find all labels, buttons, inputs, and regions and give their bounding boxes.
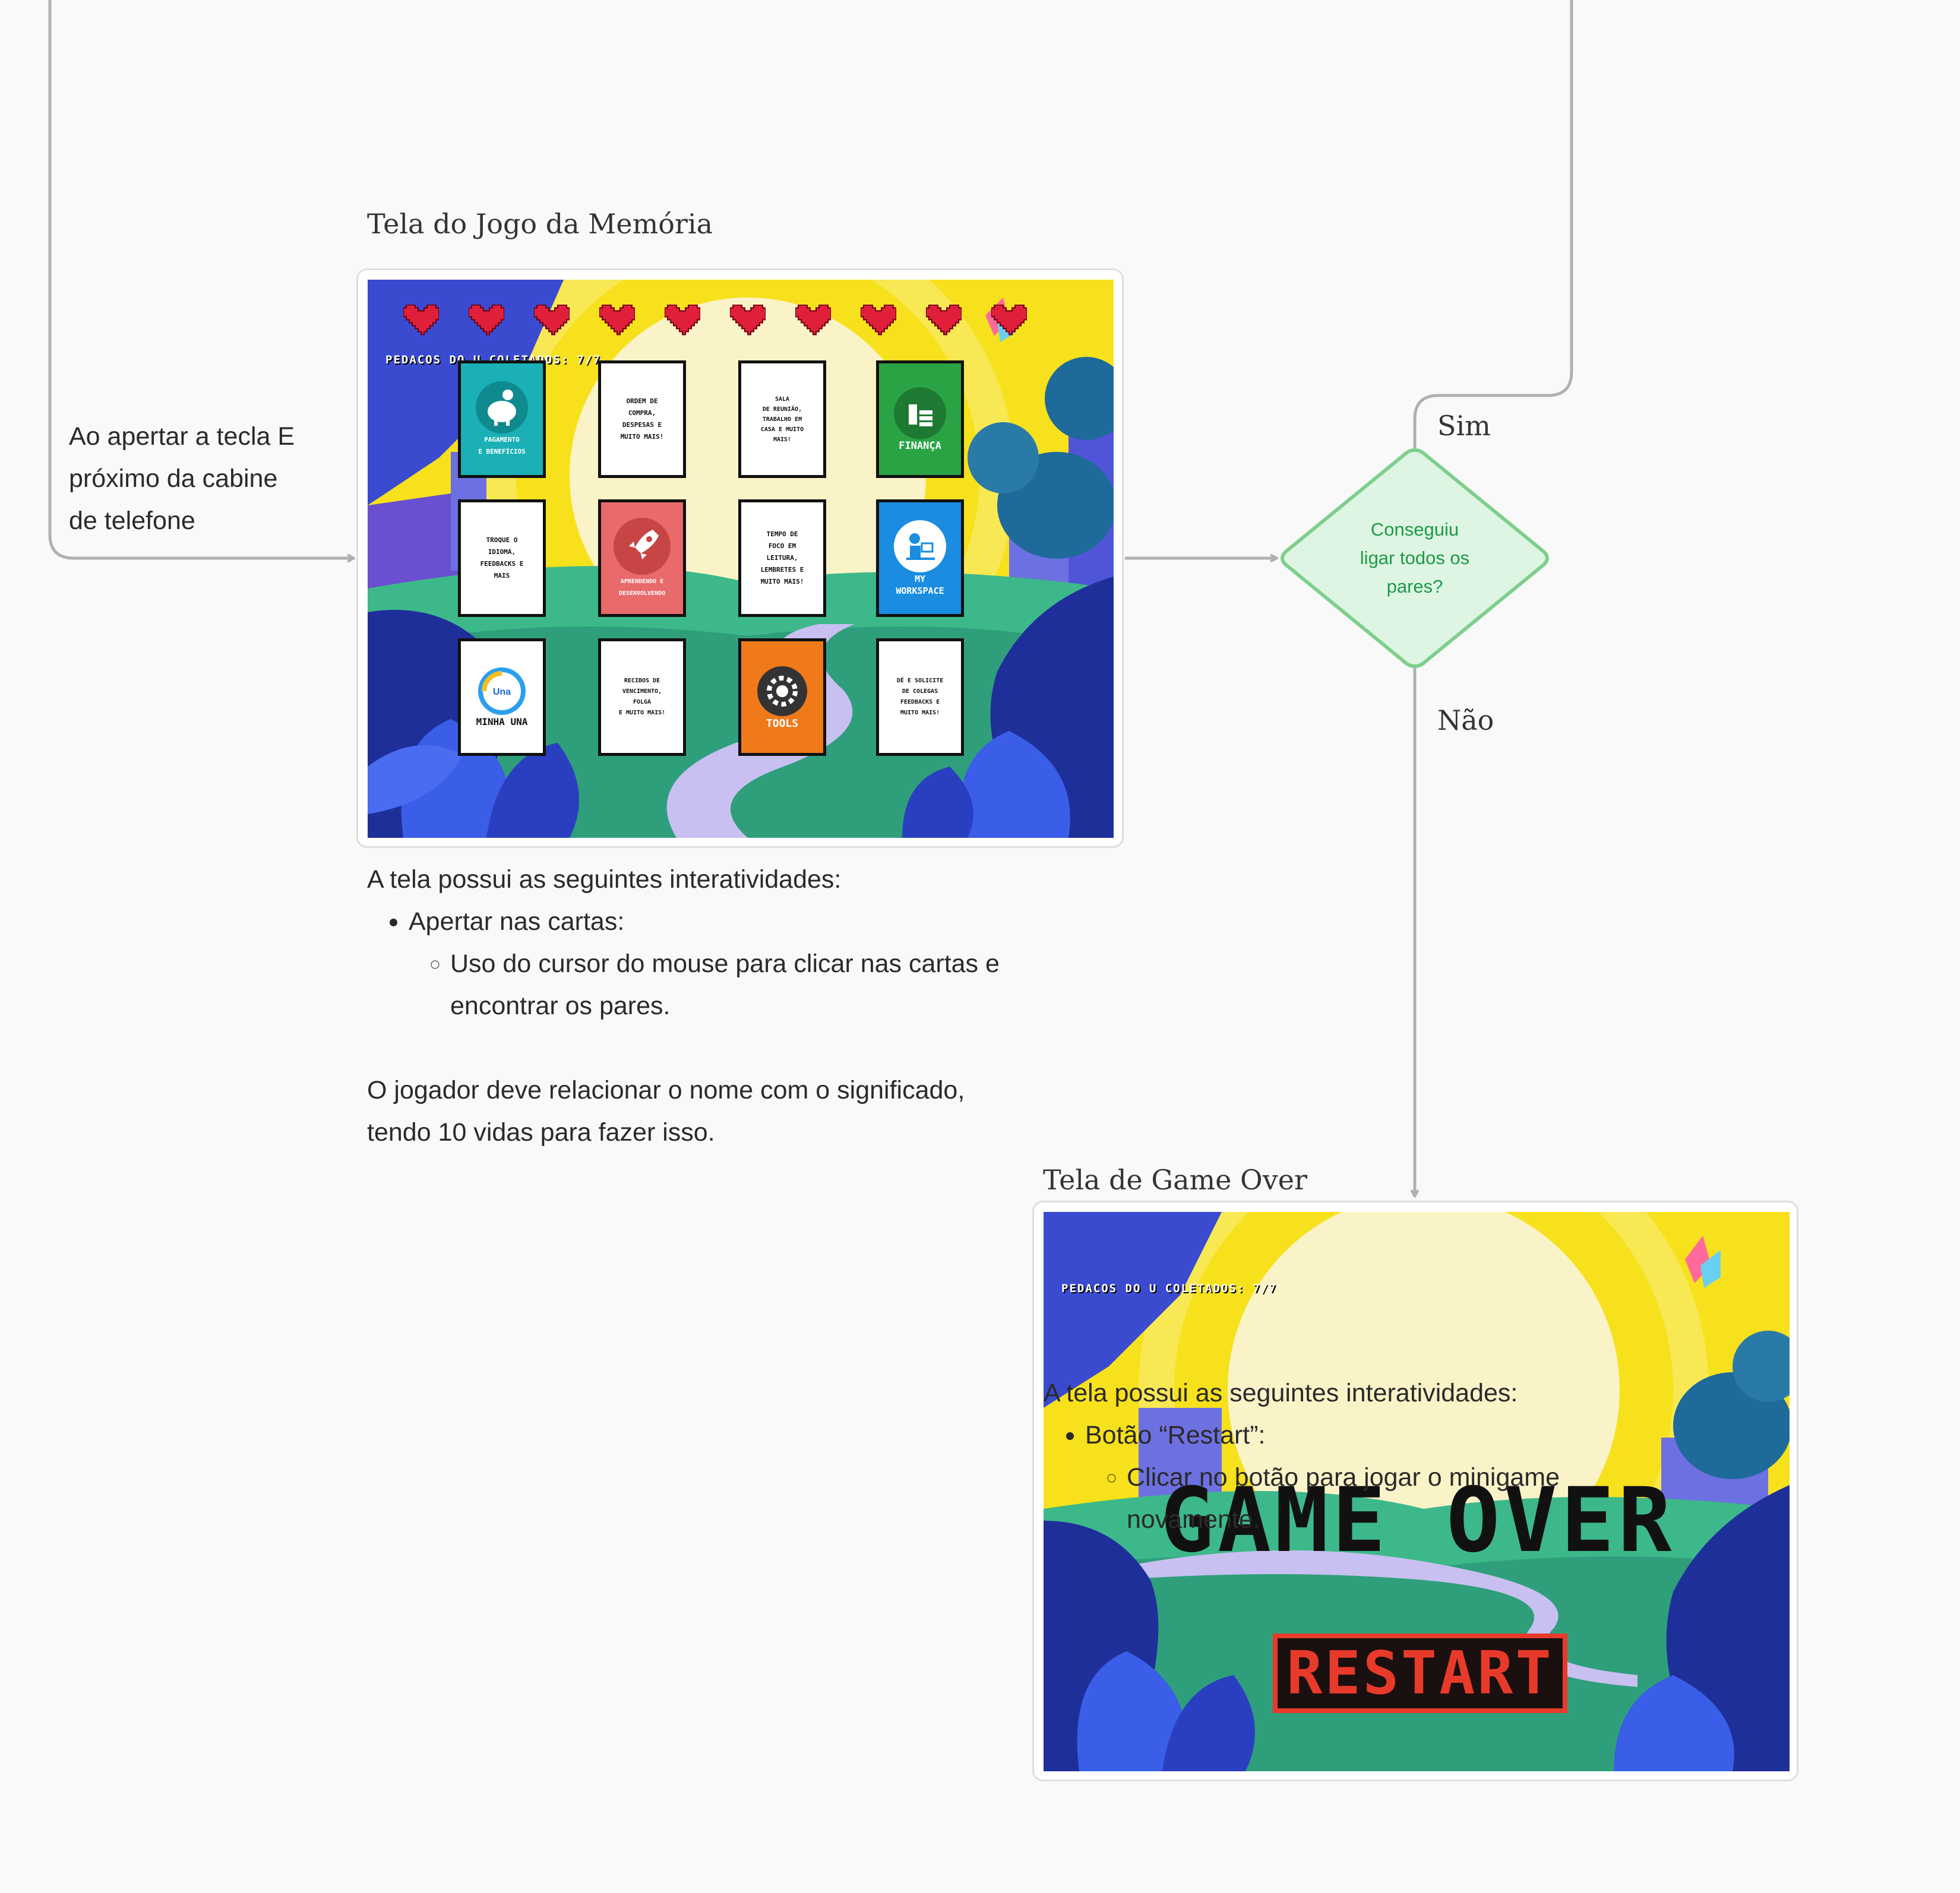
entry-note-line3: de telefone bbox=[69, 507, 195, 535]
game-over-title: GAME OVER bbox=[1160, 1469, 1676, 1572]
connector-entry-to-memory bbox=[48, 0, 354, 558]
life-heart-icon bbox=[534, 305, 570, 335]
memory-game-scene: PEDACOS DO U COLETADOS: 7/7 PAGAMENTO E … bbox=[368, 280, 1114, 838]
coins-icon bbox=[894, 387, 946, 439]
life-heart-icon bbox=[926, 305, 962, 335]
card-label: DÊ E SOLICITE DE COLEGAS FEEDBACKS E MUI… bbox=[896, 678, 944, 716]
workspace-icon bbox=[894, 520, 946, 572]
gear-icon bbox=[757, 666, 807, 716]
memory-card[interactable]: ORDEM DE COMPRA, DESPESAS E MUITO MAIS! bbox=[598, 360, 686, 478]
gameover-notes-subitem: Clicar no botão para jogar o minigamenov… bbox=[1127, 1457, 1790, 1541]
gameover-notes-sublist: Clicar no botão para jogar o minigamenov… bbox=[1085, 1457, 1790, 1541]
notes-sublist: Uso do cursor do mouse para clicar nas c… bbox=[409, 943, 1139, 1027]
life-heart-icon bbox=[991, 305, 1027, 335]
card-label: PAGAMENTO E BENEFÍCIOS bbox=[478, 436, 526, 455]
life-heart-icon bbox=[795, 305, 831, 335]
svg-text:Una: Una bbox=[493, 687, 511, 697]
memory-card[interactable]: MY WORKSPACE bbox=[876, 499, 964, 617]
life-heart-icon bbox=[469, 305, 504, 335]
life-heart-icon bbox=[403, 305, 439, 335]
card-label: ORDEM DE COMPRA, DESPESAS E MUITO MAIS! bbox=[620, 397, 664, 441]
notes-subitem: Uso do cursor do mouse para clicar nas c… bbox=[450, 943, 1139, 1027]
gameover-screen-title: Tela de Game Over bbox=[1043, 1164, 1307, 1196]
una-logo-icon: Una bbox=[478, 667, 526, 715]
memory-card[interactable]: APRENDENDO E DESENVOLVENDO bbox=[598, 499, 686, 617]
gameover-notes-intro: A tela possui as seguintes interatividad… bbox=[1044, 1379, 1518, 1407]
notes-list: Apertar nas cartas: Uso do cursor do mou… bbox=[367, 901, 1139, 1027]
card-label: SALA DE REUNIÃO, TRABALHO EM CASA E MUIT… bbox=[760, 395, 804, 443]
decision-question: Conseguiu ligar todos os pares? bbox=[1360, 519, 1470, 597]
gameover-notes-list: Botão “Restart”: Clicar no botão para jo… bbox=[1044, 1414, 1790, 1541]
card-label: TEMPO DE FOCO EM LEITURA, LEMBRETES E MU… bbox=[760, 530, 804, 585]
memory-card[interactable]: FINANÇA bbox=[876, 360, 964, 478]
entry-note-line1: Ao apertar a tecla E bbox=[69, 422, 295, 451]
life-heart-icon bbox=[861, 305, 896, 335]
memory-card[interactable]: SALA DE REUNIÃO, TRABALHO EM CASA E MUIT… bbox=[738, 360, 826, 478]
life-heart-icon bbox=[730, 305, 766, 335]
entry-note: Ao apertar a tecla E próximo da cabine d… bbox=[69, 416, 366, 542]
hud-pieces-collected: PEDACOS DO U COLETADOS: 7/7 bbox=[385, 353, 601, 366]
card-label: APRENDENDO E DESENVOLVENDO bbox=[618, 578, 666, 597]
memory-card[interactable]: TOOLS bbox=[738, 638, 826, 756]
card-label: MINHA UNA bbox=[476, 716, 528, 727]
restart-button[interactable]: RESTART bbox=[1273, 1634, 1567, 1713]
gameover-overlay-notes: A tela possui as seguintes interatividad… bbox=[1044, 1372, 1790, 1541]
entry-note-line2: próximo da cabine bbox=[69, 464, 278, 493]
life-heart-icon bbox=[665, 305, 700, 335]
memory-screen-notes: A tela possui as seguintes interatividad… bbox=[367, 859, 1139, 1154]
memory-card[interactable]: TROQUE O IDIOMA, FEEDBACKS E MAIS bbox=[458, 499, 546, 617]
gameover-notes-item: Botão “Restart”: Clicar no botão para jo… bbox=[1085, 1414, 1790, 1541]
decision-diamond bbox=[1281, 448, 1549, 669]
card-label: MY WORKSPACE bbox=[896, 574, 944, 596]
memory-screen-frame: PEDACOS DO U COLETADOS: 7/7 PAGAMENTO E … bbox=[356, 268, 1124, 848]
decision-no-label: Não bbox=[1437, 704, 1494, 736]
memory-card[interactable]: DÊ E SOLICITE DE COLEGAS FEEDBACKS E MUI… bbox=[876, 638, 964, 756]
memory-card[interactable]: PAGAMENTO E BENEFÍCIOS bbox=[458, 360, 546, 478]
notes-paragraph-line1: O jogador deve relacionar o nome com o s… bbox=[367, 1076, 965, 1104]
memory-screen-title: Tela do Jogo da Memória bbox=[367, 208, 713, 240]
decision-yes-label: Sim bbox=[1437, 410, 1491, 442]
notes-intro: A tela possui as seguintes interatividad… bbox=[367, 865, 842, 894]
notes-paragraph-line2: tendo 10 vidas para fazer isso. bbox=[367, 1118, 715, 1147]
life-heart-icon bbox=[599, 305, 635, 335]
card-label: TOOLS bbox=[766, 717, 799, 730]
rocket-icon bbox=[614, 518, 671, 575]
card-label: FINANÇA bbox=[899, 440, 941, 452]
card-label: TROQUE O IDIOMA, FEEDBACKS E MAIS bbox=[480, 536, 524, 580]
gameover-hud-pieces-collected: PEDACOS DO U COLETADOS: 7/7 bbox=[1061, 1282, 1277, 1295]
connector-decision-yes bbox=[1413, 0, 1573, 448]
memory-card[interactable]: RECIBOS DE VENCIMENTO, FOLGA E MUITO MAI… bbox=[598, 638, 686, 756]
memory-card[interactable]: TEMPO DE FOCO EM LEITURA, LEMBRETES E MU… bbox=[738, 499, 826, 617]
piggy-bank-icon bbox=[476, 381, 528, 433]
memory-card[interactable]: Una MINHA UNA bbox=[458, 638, 546, 756]
notes-item: Apertar nas cartas: Uso do cursor do mou… bbox=[409, 901, 1139, 1027]
gameover-scene: PEDACOS DO U COLETADOS: 7/7 GAME OVER A … bbox=[1044, 1212, 1790, 1771]
gameover-screen-frame: PEDACOS DO U COLETADOS: 7/7 GAME OVER A … bbox=[1032, 1201, 1798, 1781]
card-label: RECIBOS DE VENCIMENTO, FOLGA E MUITO MAI… bbox=[618, 678, 666, 716]
gameover-background-art bbox=[1044, 1212, 1790, 1771]
